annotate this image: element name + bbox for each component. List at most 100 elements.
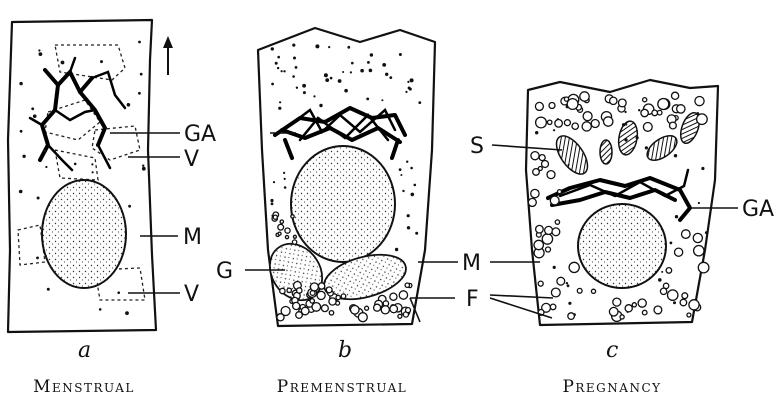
fat-droplet <box>278 232 281 235</box>
cytoplasm-dot <box>99 308 102 311</box>
fat-droplet <box>567 99 578 110</box>
cytoplasm-dot <box>645 146 648 149</box>
cytoplasm-dot <box>350 71 352 73</box>
cytoplasm-dot <box>296 87 298 89</box>
fat-droplet <box>390 305 398 313</box>
fat-droplet <box>285 228 290 233</box>
fat-droplet <box>310 283 318 291</box>
cytoplasm-dot <box>347 46 350 49</box>
cytoplasm-dot <box>407 81 409 83</box>
label-f: F <box>466 287 479 312</box>
fat-droplet <box>583 112 592 121</box>
fat-droplet <box>281 307 290 316</box>
fat-droplet <box>613 298 621 306</box>
cytoplasm-dot <box>325 78 329 82</box>
cytoplasm-dot <box>382 63 386 67</box>
cytoplasm-dot <box>22 155 25 158</box>
cytoplasm-dot <box>138 41 141 44</box>
fat-droplet <box>374 304 381 311</box>
cytoplasm-dot <box>140 73 143 76</box>
cytoplasm-dot <box>39 52 43 56</box>
fat-droplet <box>531 189 539 197</box>
fat-droplet <box>632 303 636 307</box>
fat-droplet <box>682 230 691 239</box>
fat-droplet <box>534 240 543 249</box>
fat-droplet <box>568 313 575 320</box>
cytoplasm-dot <box>369 69 373 73</box>
fat-droplet <box>660 288 666 294</box>
fat-droplet <box>358 313 367 322</box>
cytoplasm-dot <box>302 84 306 88</box>
fat-droplet <box>322 305 329 312</box>
fat-droplet <box>317 291 325 299</box>
cytoplasm-dot <box>411 193 415 197</box>
cytoplasm-dot <box>142 165 144 167</box>
panel-letter-a: a <box>78 338 91 363</box>
cytoplasm-dot <box>566 282 568 284</box>
cytoplasm-dot <box>330 77 333 80</box>
label-ga-pregnancy: GA <box>742 197 774 222</box>
cytoplasm-dot <box>74 163 77 166</box>
fat-droplet <box>531 152 539 160</box>
cytoplasm-dot <box>409 88 412 91</box>
cytoplasm-dot <box>399 168 402 171</box>
cytoplasm-dot <box>415 232 418 235</box>
cytoplasm-dot <box>402 190 404 192</box>
cytoplasm-dot <box>399 53 402 56</box>
cytoplasm-dot <box>303 91 306 94</box>
cell-pregnancy <box>526 80 718 325</box>
cytoplasm-dot <box>19 190 23 194</box>
cytoplasm-dot <box>367 61 370 64</box>
fat-droplet <box>273 215 277 219</box>
fat-droplet <box>557 277 565 285</box>
fat-droplet <box>285 236 288 239</box>
fat-droplet <box>310 299 314 303</box>
cytoplasm-dot <box>117 291 120 294</box>
cytoplasm-dot <box>370 53 373 56</box>
fat-droplet <box>542 234 552 244</box>
fat-droplet <box>641 109 648 116</box>
cytoplasm-dot <box>407 226 410 229</box>
fat-droplet <box>569 262 579 272</box>
fat-droplet <box>539 155 545 161</box>
cytoplasm-dot <box>673 301 676 304</box>
fat-droplet <box>610 97 617 104</box>
cytoplasm-dot <box>20 130 23 133</box>
fat-droplet <box>329 298 336 305</box>
fat-droplet <box>687 313 691 317</box>
fat-droplet <box>399 291 407 299</box>
cytoplasm-dot <box>701 167 704 170</box>
cytoplasm-dot <box>661 271 663 273</box>
fat-droplet <box>398 314 402 318</box>
cytoplasm-dot <box>271 47 274 50</box>
fat-droplet <box>545 226 553 234</box>
cytoplasm-dot <box>675 215 678 218</box>
label-s: S <box>470 134 484 159</box>
cytoplasm-dot <box>410 78 414 82</box>
fat-droplet <box>672 92 679 99</box>
cytoplasm-dot <box>698 202 700 204</box>
cytoplasm-dot <box>638 109 640 111</box>
fat-droplet <box>280 220 283 223</box>
fat-droplet <box>547 171 555 179</box>
fat-droplet <box>555 220 559 224</box>
cytoplasm-dot <box>636 136 639 139</box>
fat-droplet <box>638 299 646 307</box>
fat-droplet <box>582 122 591 131</box>
cytoplasm-dot <box>658 278 662 282</box>
cytoplasm-dot <box>674 154 677 157</box>
cytoplasm-dot <box>292 75 295 78</box>
fat-droplet <box>542 161 549 168</box>
cytoplasm-dot <box>360 69 364 73</box>
fat-droplet <box>643 98 647 102</box>
fat-droplet <box>406 308 411 313</box>
cytoplasm-dot <box>19 82 22 85</box>
fat-droplet <box>572 123 578 129</box>
fat-droplet <box>604 117 613 126</box>
cytoplasm-dot <box>535 131 538 134</box>
fat-droplet <box>326 287 332 293</box>
fat-droplet <box>292 240 296 244</box>
cytoplasm-dot <box>385 73 388 76</box>
fat-droplet <box>536 225 544 233</box>
